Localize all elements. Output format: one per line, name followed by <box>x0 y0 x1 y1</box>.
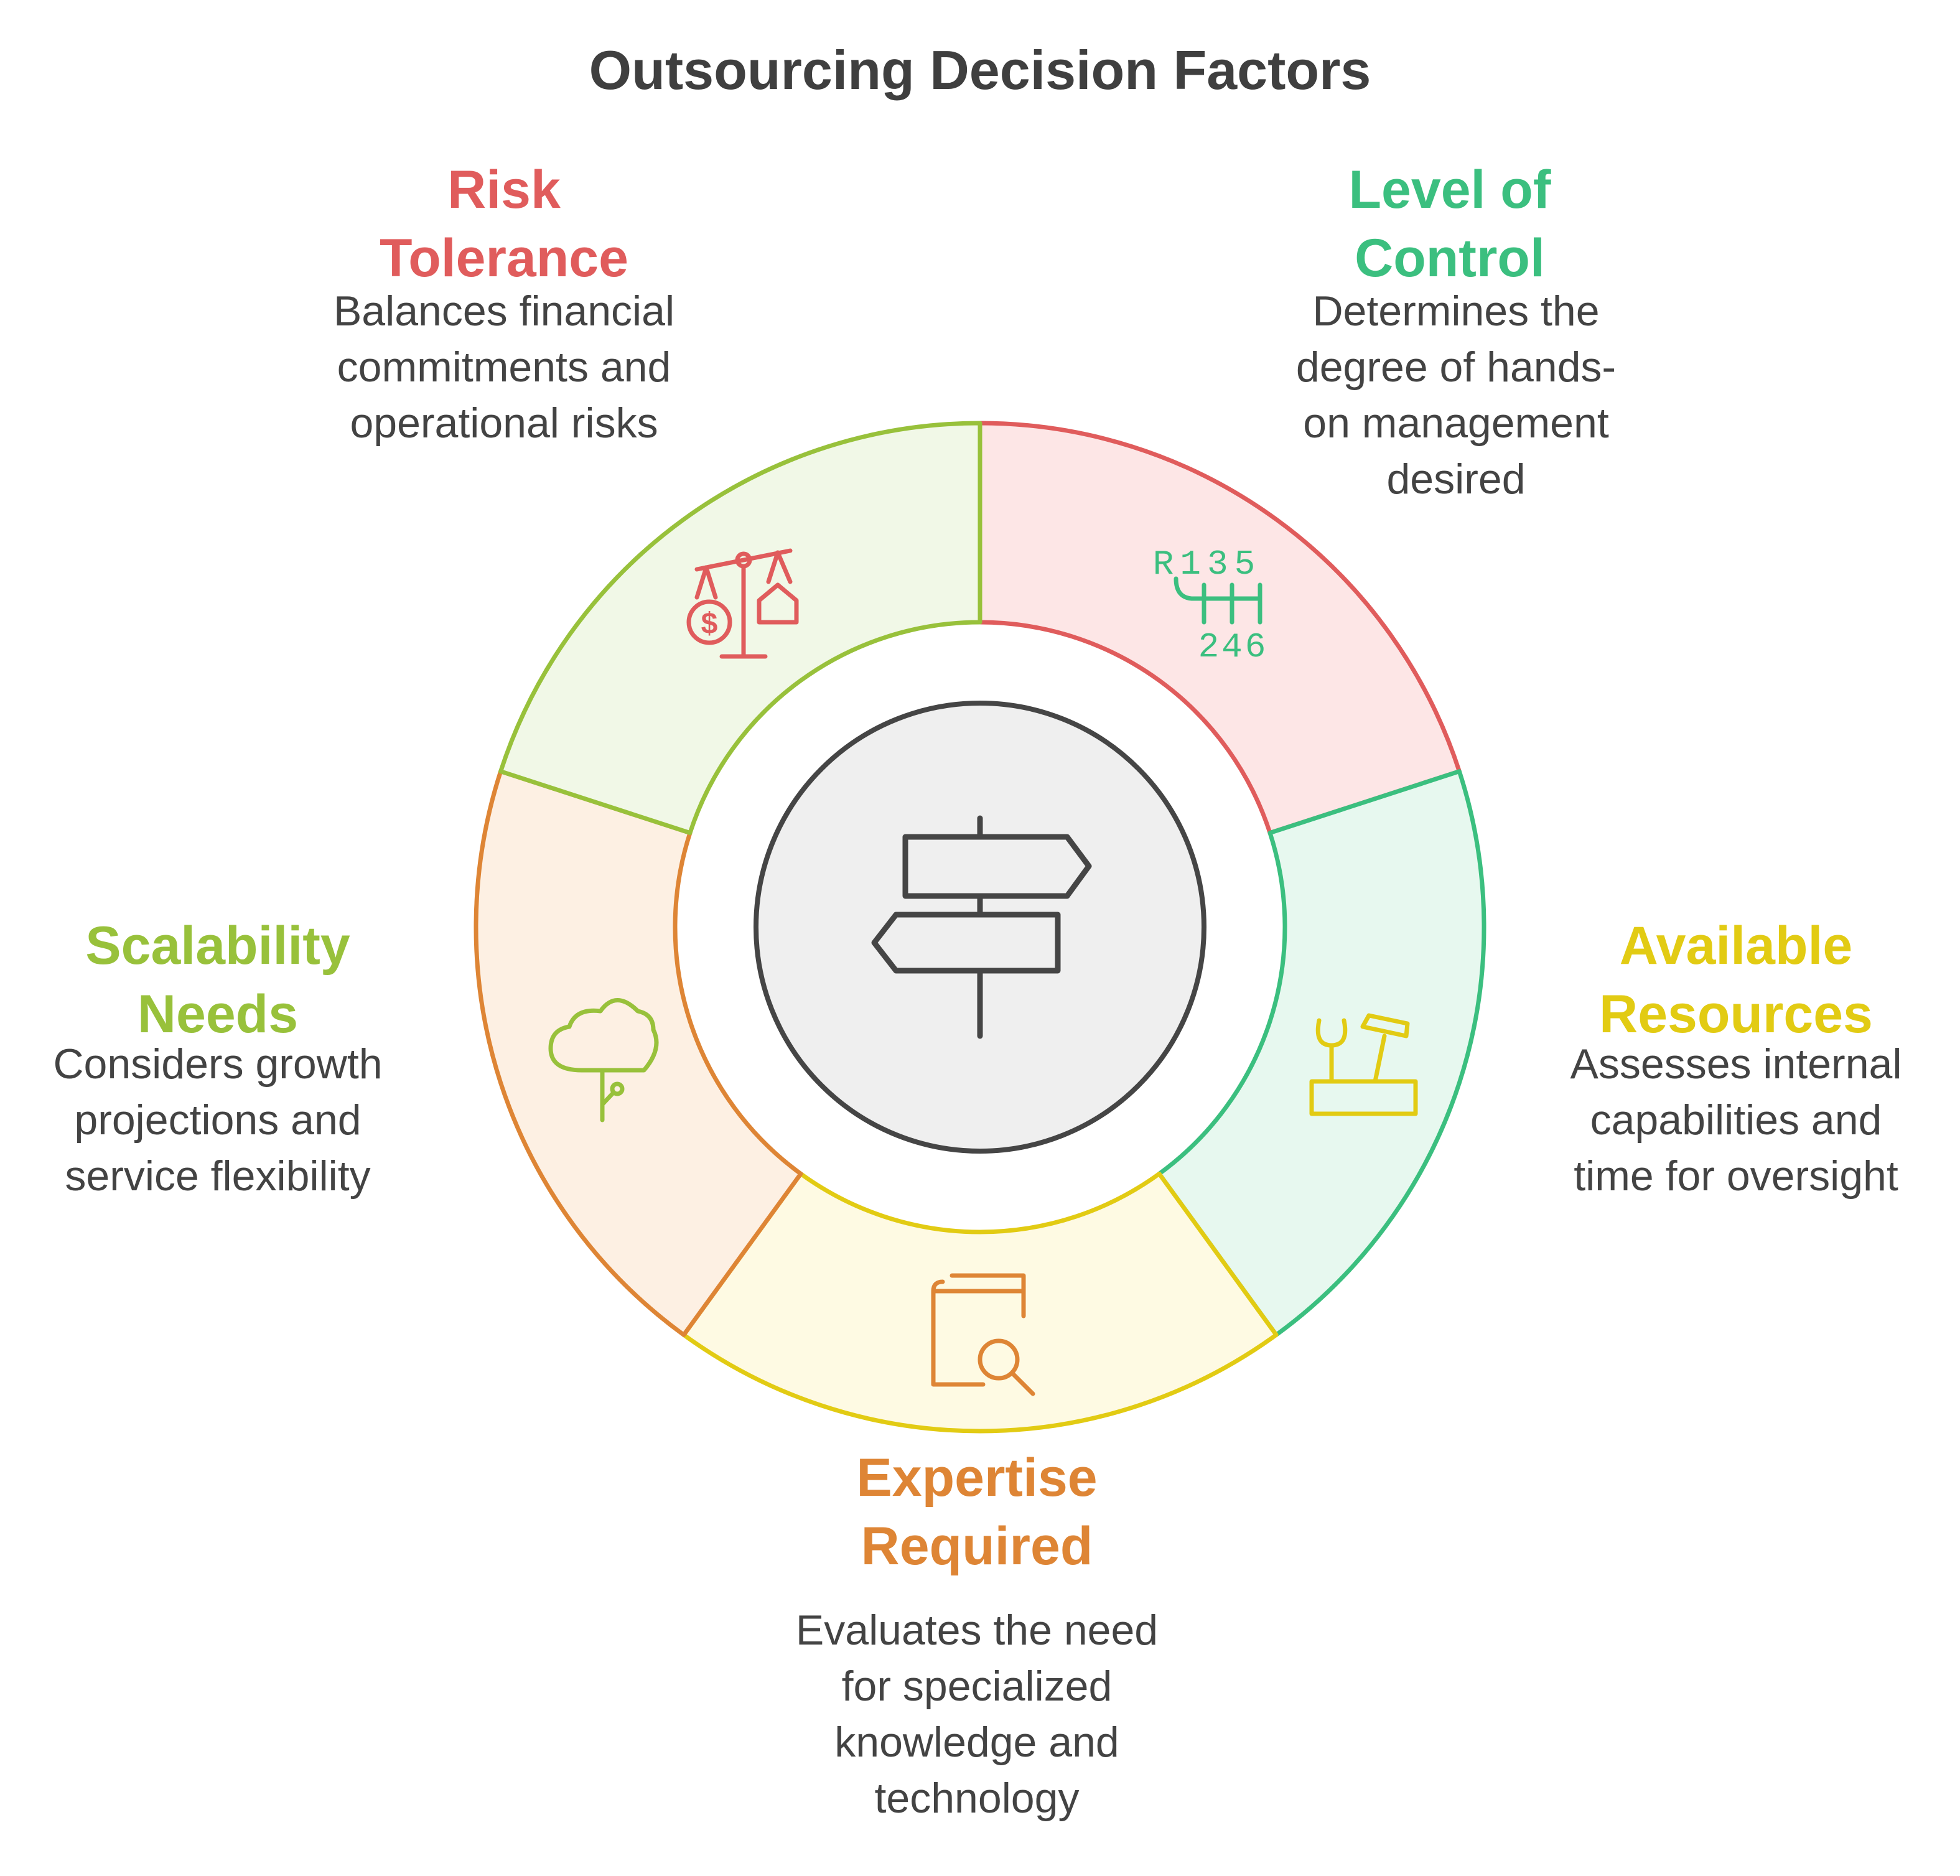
description-line: time for oversight <box>1574 1152 1898 1200</box>
heading-line: Needs <box>137 984 299 1044</box>
segment-expertise-required <box>474 769 803 1337</box>
description-line: Balances financial <box>333 287 675 335</box>
page-title: Outsourcing Decision Factors <box>589 39 1371 101</box>
description-line: Considers growth <box>53 1040 383 1088</box>
heading-line: Expertise <box>856 1448 1098 1508</box>
shifter-bottom-labels: 246 <box>1198 627 1269 667</box>
description-expertise-required: Evaluates the need for specialized knowl… <box>753 1602 1201 1826</box>
heading-line: Resources <box>1599 984 1873 1044</box>
description-line: operational risks <box>350 399 658 447</box>
heading-scalability-needs: Scalability Needs <box>62 912 373 1048</box>
heading-line: Required <box>861 1516 1093 1576</box>
description-scalability-needs: Considers growth projections and service… <box>12 1036 423 1204</box>
segment-scalability-needs <box>498 421 982 836</box>
description-line: capabilities and <box>1590 1096 1882 1144</box>
description-line: degree of hands- <box>1295 343 1617 391</box>
description-line: Evaluates the need <box>795 1607 1159 1654</box>
description-level-of-control: Determines the degree of hands- on manag… <box>1238 283 1674 507</box>
signpost-icon <box>871 815 1092 1039</box>
description-line: projections and <box>74 1096 362 1144</box>
center-hub <box>754 701 1206 1154</box>
heading-line: Tolerance <box>380 228 628 288</box>
description-line: on management <box>1303 399 1609 447</box>
heading-line: Risk <box>447 160 561 220</box>
heading-line: Level of <box>1348 160 1551 220</box>
dollar-sign-glyph: $ <box>701 607 718 640</box>
description-risk-tolerance: Balances financial commitments and opera… <box>286 283 722 451</box>
description-line: desired <box>1386 455 1526 503</box>
scale-money-house-icon <box>686 548 799 659</box>
description-line: knowledge and <box>834 1719 1119 1766</box>
description-line: Assesses internal <box>1570 1040 1902 1088</box>
heading-risk-tolerance: Risk Tolerance <box>380 156 628 292</box>
gear-shifter-icon <box>1174 576 1262 625</box>
heading-level-of-control: Level of Control <box>1325 156 1574 292</box>
description-line: Determines the <box>1312 287 1600 335</box>
description-line: technology <box>874 1775 1080 1822</box>
heading-line: Scalability <box>85 916 350 976</box>
book-search-icon <box>931 1273 1035 1396</box>
heading-available-resources: Available Resources <box>1593 912 1879 1048</box>
toolbox-icon <box>1309 1013 1418 1116</box>
heading-line: Available <box>1619 916 1853 976</box>
description-line: service flexibility <box>65 1152 371 1200</box>
segment-level-of-control <box>1157 769 1486 1337</box>
description-line: for specialized <box>841 1663 1113 1710</box>
tree-icon <box>548 998 659 1122</box>
segment-risk-tolerance <box>978 421 1462 836</box>
heading-line: Control <box>1355 228 1545 288</box>
description-available-resources: Assesses internal capabilities and time … <box>1524 1036 1948 1204</box>
segment-available-resources <box>681 1171 1279 1434</box>
shifter-top-labels: R135 <box>1153 544 1261 584</box>
heading-expertise-required: Expertise Required <box>834 1444 1120 1580</box>
description-line: commitments and <box>337 343 671 391</box>
factor-ring <box>474 421 1486 1434</box>
